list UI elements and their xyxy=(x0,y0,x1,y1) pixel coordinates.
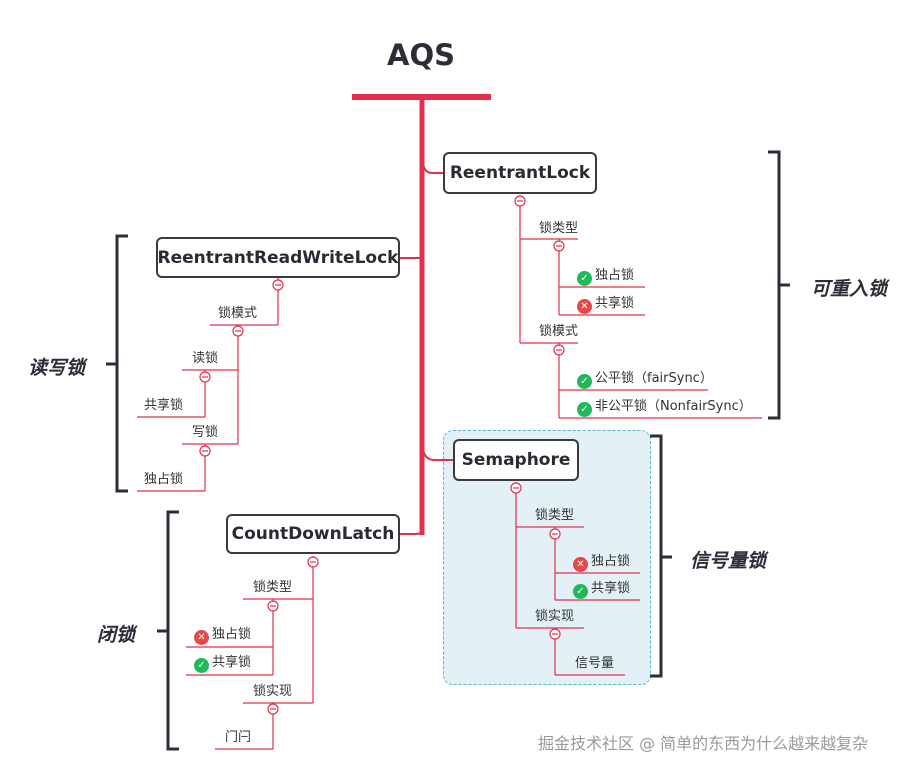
rw-shared[interactable]: 共享锁 xyxy=(144,398,184,413)
sem-impl[interactable]: 锁实现 xyxy=(535,609,575,624)
check-circle-icon: ✓ xyxy=(577,402,592,417)
rw-write-lock[interactable]: 写锁 xyxy=(192,425,219,440)
check-circle-icon: ✓ xyxy=(577,271,592,286)
cdl-lock-type[interactable]: 锁类型 xyxy=(253,580,293,595)
rl-lock-type[interactable]: 锁类型 xyxy=(539,221,579,236)
group-label-latch: 闭锁 xyxy=(97,624,136,646)
sem-lock-type[interactable]: 锁类型 xyxy=(535,508,575,523)
cdl-shared[interactable]: ✓共享锁 xyxy=(194,655,251,673)
root-title: AQS xyxy=(387,38,455,72)
sem-signal[interactable]: 信号量 xyxy=(575,656,615,671)
cross-circle-icon: ✕ xyxy=(577,299,592,314)
rw-lock-mode[interactable]: 锁模式 xyxy=(218,306,258,321)
group-label-semaphore: 信号量锁 xyxy=(690,550,767,572)
group-label-rw: 读写锁 xyxy=(28,357,86,379)
cdl-gate[interactable]: 门闩 xyxy=(225,730,252,745)
cdl-exclusive[interactable]: ✕独占锁 xyxy=(194,627,251,645)
cross-circle-icon: ✕ xyxy=(573,557,588,572)
rw-read-lock[interactable]: 读锁 xyxy=(192,351,219,366)
sem-exclusive[interactable]: ✕独占锁 xyxy=(573,554,630,572)
group-brackets xyxy=(106,150,790,751)
check-circle-icon: ✓ xyxy=(194,658,209,673)
rl-nonfair[interactable]: ✓非公平锁（NonfairSync） xyxy=(577,399,752,417)
cross-circle-icon: ✕ xyxy=(194,630,209,645)
watermark: 掘金技术社区 @ 简单的东西为什么越来越复杂 xyxy=(538,734,869,753)
sem-shared[interactable]: ✓共享锁 xyxy=(573,581,630,599)
branch-semaphore xyxy=(421,439,453,461)
rl-exclusive[interactable]: ✓独占锁 xyxy=(577,268,634,286)
node-reentrantlock[interactable]: ReentrantLock xyxy=(443,152,597,194)
node-semaphore[interactable]: Semaphore xyxy=(453,439,579,481)
branch-latch xyxy=(400,531,423,535)
check-circle-icon: ✓ xyxy=(577,374,592,389)
node-countdownlatch[interactable]: CountDownLatch xyxy=(226,514,400,554)
rl-fair[interactable]: ✓公平锁（fairSync） xyxy=(577,371,713,389)
rl-shared[interactable]: ✕共享锁 xyxy=(577,296,634,314)
group-label-reentrant: 可重入锁 xyxy=(811,278,888,300)
cdl-impl[interactable]: 锁实现 xyxy=(253,684,293,699)
check-circle-icon: ✓ xyxy=(573,584,588,599)
node-rwlock[interactable]: ReentrantReadWriteLock xyxy=(156,237,400,278)
rw-exclusive[interactable]: 独占锁 xyxy=(144,472,184,487)
rl-lock-mode[interactable]: 锁模式 xyxy=(539,324,579,339)
branch-reentrant xyxy=(421,154,443,174)
